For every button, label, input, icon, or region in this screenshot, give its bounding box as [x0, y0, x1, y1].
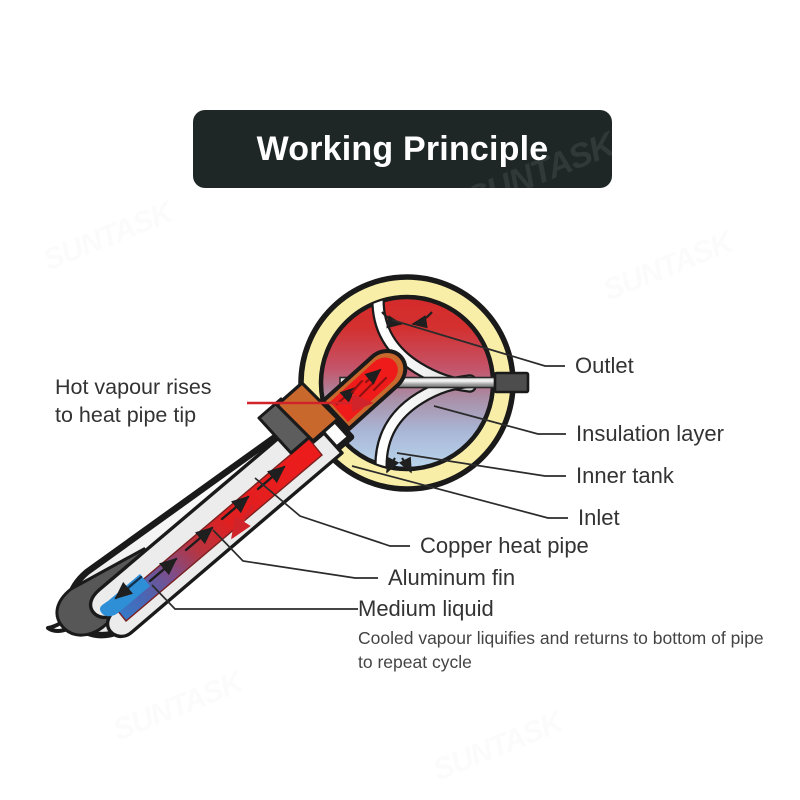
- hot-vapour-pointer-arrows: [231, 393, 374, 540]
- label-insulation-layer: Insulation layer: [576, 421, 724, 446]
- vapour-rise-arrows: [148, 465, 286, 583]
- label-outlet: Outlet: [575, 353, 634, 378]
- label-medium-liquid: Medium liquid: [358, 596, 494, 621]
- label-inlet: Inlet: [578, 505, 620, 530]
- label-hot-vapour-line2: to heat pipe tip: [55, 402, 197, 427]
- label-aluminum-fin: Aluminum fin: [388, 565, 516, 590]
- title-banner: SUNTASK Working Principle: [193, 110, 612, 188]
- heat-pipe-core-outline: [112, 438, 323, 622]
- label-inner-tank: Inner tank: [576, 463, 674, 488]
- tank-outlet-fitting: [493, 371, 530, 394]
- inlet-flow-arrows: [386, 456, 412, 474]
- evacuated-tube: [46, 349, 408, 639]
- arrow-to-tube-core: [231, 504, 255, 540]
- medium-liquid-pool: [99, 574, 150, 617]
- label-copper-heat-pipe: Copper heat pipe: [420, 533, 589, 558]
- heat-pipe-tip-arrows: [335, 368, 388, 406]
- leader-medium-liquid: [151, 584, 358, 610]
- leader-aluminum-fin: [212, 529, 378, 579]
- leader-lines: [151, 319, 568, 610]
- leader-inner-tank: [396, 452, 566, 477]
- caption-text: Cooled vapour liquifies and returns to b…: [358, 628, 764, 673]
- page-title: Working Principle: [256, 129, 549, 168]
- label-hot-vapour: Hot vapour rises to heat pipe tip: [55, 374, 212, 429]
- copper-heat-pipe-core: [113, 439, 322, 621]
- leader-outlet: [391, 319, 565, 367]
- leader-insulation-layer: [433, 405, 566, 435]
- leader-copper-heat-pipe: [254, 477, 410, 547]
- label-hot-vapour-line1: Hot vapour rises: [55, 375, 212, 399]
- leader-inlet: [351, 465, 568, 519]
